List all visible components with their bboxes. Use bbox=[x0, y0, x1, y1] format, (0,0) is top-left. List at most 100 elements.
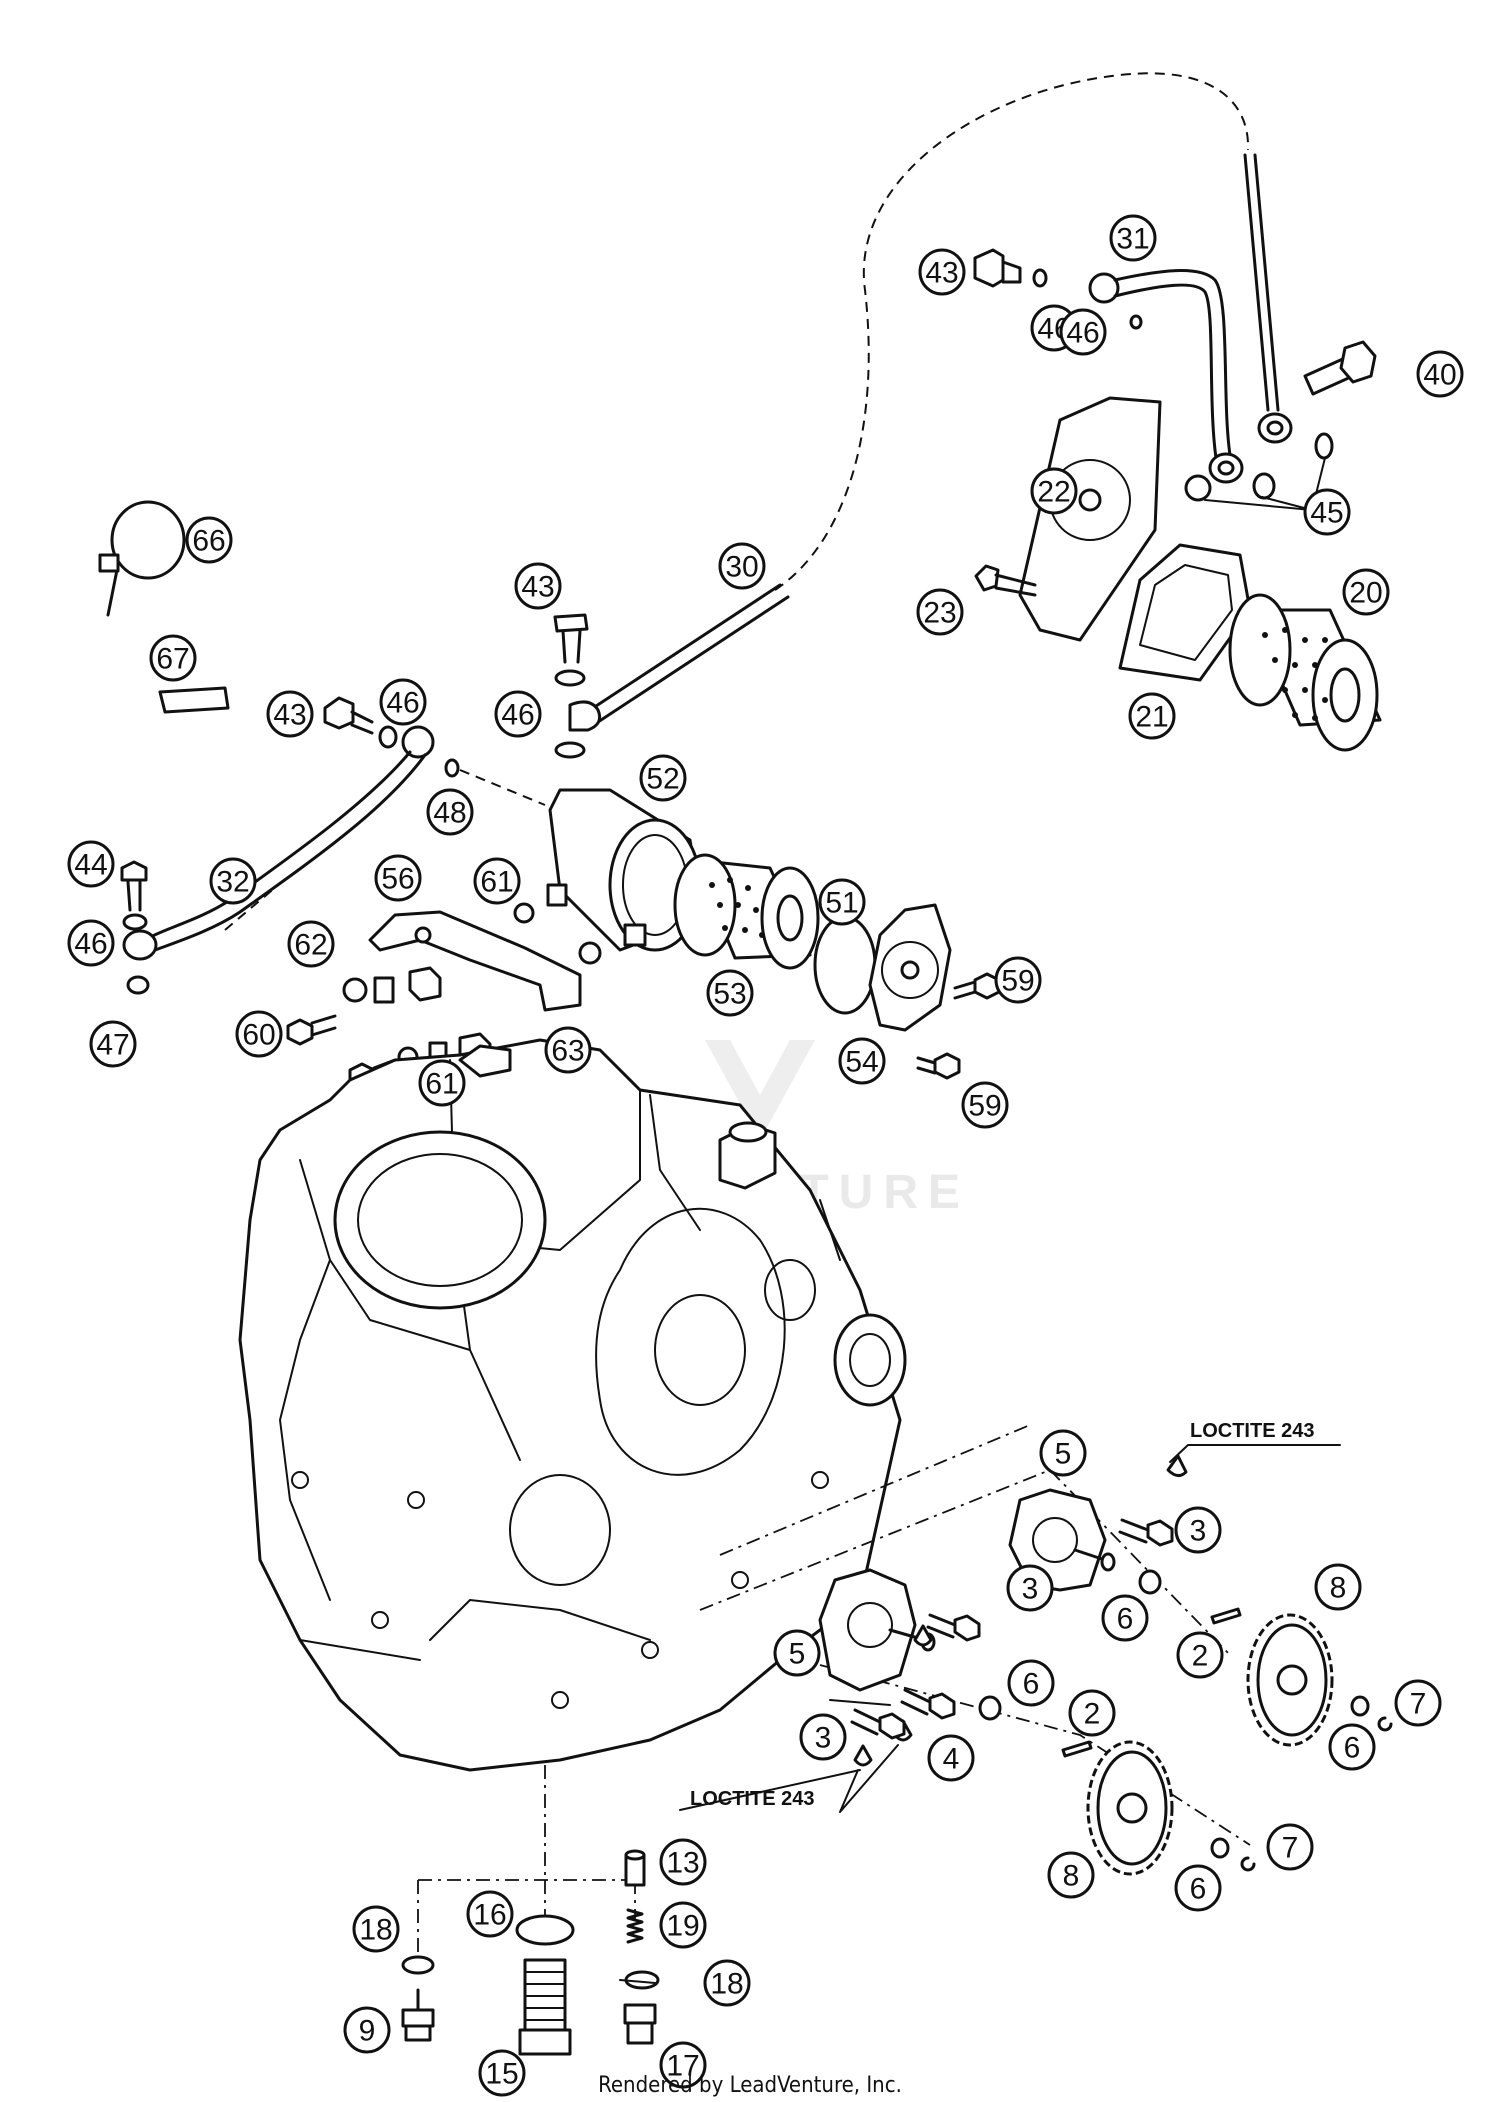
callout-3: 3 bbox=[1006, 1564, 1054, 1612]
callout-circle bbox=[418, 1059, 466, 1107]
bolt-23 bbox=[974, 564, 1037, 597]
callout-label: 48 bbox=[433, 797, 466, 830]
rubber-bushing-upper bbox=[408, 966, 442, 1002]
washer-6-upper bbox=[1138, 1569, 1162, 1595]
spacer-62 bbox=[373, 976, 395, 1004]
callout-31: 31 bbox=[1109, 214, 1157, 262]
callout-67: 67 bbox=[149, 634, 197, 682]
leader-lines bbox=[619, 1444, 1341, 1984]
washer-6-middle bbox=[978, 1695, 1002, 1721]
callout-circle bbox=[266, 690, 314, 738]
oil-filter-53 bbox=[673, 853, 820, 970]
callout-circle bbox=[1176, 1631, 1224, 1679]
washer-6-upper-right bbox=[1350, 1695, 1370, 1717]
callout-4: 4 bbox=[927, 1734, 975, 1782]
callout-15: 15 bbox=[478, 2049, 526, 2097]
callout-label: 4 bbox=[943, 1743, 960, 1776]
callout-43: 43 bbox=[918, 248, 966, 296]
bolt-40 bbox=[1184, 340, 1377, 502]
bolt-59-lower bbox=[916, 1052, 961, 1080]
callout-label: 6 bbox=[1190, 1873, 1207, 1906]
callout-62: 62 bbox=[287, 920, 335, 968]
callout-label: 51 bbox=[825, 887, 858, 920]
callout-circle bbox=[706, 969, 754, 1017]
washer-upper-right bbox=[578, 941, 602, 965]
bolt-3-middle bbox=[926, 1613, 981, 1642]
callout-46: 46 bbox=[379, 678, 427, 726]
callout-circle bbox=[1059, 308, 1107, 356]
cover-54 bbox=[868, 903, 952, 1032]
callout-circle bbox=[1068, 1689, 1116, 1737]
callout-circle bbox=[1006, 1564, 1054, 1612]
callout-circle bbox=[718, 542, 766, 590]
callout-label: 22 bbox=[1037, 476, 1070, 509]
callout-label: 5 bbox=[789, 1638, 806, 1671]
callout-52: 52 bbox=[639, 754, 687, 802]
banjo-bolt-43-top bbox=[973, 248, 1143, 330]
callout-label: 17 bbox=[666, 2050, 699, 2083]
bolt-4 bbox=[900, 1688, 956, 1720]
callout-5: 5 bbox=[1039, 1429, 1087, 1477]
callout-label: 6 bbox=[1344, 1732, 1361, 1765]
oil-line-31 bbox=[1088, 269, 1244, 484]
plug-17 bbox=[623, 2003, 657, 2045]
oil-line-30 bbox=[568, 72, 1250, 732]
callout-54: 54 bbox=[838, 1037, 886, 1085]
callout-circle bbox=[773, 1629, 821, 1677]
sleeve-13 bbox=[624, 1849, 646, 1887]
callout-7: 7 bbox=[1394, 1679, 1442, 1727]
callout-label: 18 bbox=[710, 1968, 743, 2001]
cover-22 bbox=[1018, 396, 1162, 642]
callout-66: 66 bbox=[185, 516, 233, 564]
callout-60: 60 bbox=[235, 1010, 283, 1058]
callout-circle bbox=[352, 1905, 400, 1953]
callout-circle bbox=[1128, 692, 1176, 740]
callout-6: 6 bbox=[1328, 1723, 1376, 1771]
callout-48: 48 bbox=[426, 788, 474, 836]
callout-circle bbox=[916, 588, 964, 636]
callout-circle bbox=[1303, 488, 1351, 536]
callout-7: 7 bbox=[1266, 1823, 1314, 1871]
callout-6: 6 bbox=[1007, 1659, 1055, 1707]
callout-label: 6 bbox=[1117, 1603, 1134, 1636]
callout-circle bbox=[185, 516, 233, 564]
callout-circle bbox=[1174, 1864, 1222, 1912]
callout-63: 63 bbox=[544, 1026, 592, 1074]
bolt-3-upper bbox=[1118, 1518, 1174, 1547]
callout-circle bbox=[1007, 1659, 1055, 1707]
callout-label: 13 bbox=[666, 1847, 699, 1880]
callout-circle bbox=[1047, 1851, 1095, 1899]
callout-61: 61 bbox=[418, 1059, 466, 1107]
callout-label: 46 bbox=[386, 687, 419, 720]
callout-circle bbox=[343, 2006, 391, 2054]
callout-circle bbox=[473, 857, 521, 905]
callout-22: 22 bbox=[1030, 467, 1078, 515]
callout-21: 21 bbox=[1128, 692, 1176, 740]
callout-40: 40 bbox=[1416, 350, 1464, 398]
callout-circle bbox=[1109, 214, 1157, 262]
callout-circle bbox=[149, 634, 197, 682]
callout-43: 43 bbox=[514, 562, 562, 610]
callout-18: 18 bbox=[352, 1905, 400, 1953]
callout-59: 59 bbox=[961, 1081, 1009, 1129]
callout-13: 13 bbox=[659, 1838, 707, 1886]
callout-label: 45 bbox=[1310, 497, 1343, 530]
callout-circle bbox=[659, 1838, 707, 1886]
callout-label: 61 bbox=[480, 866, 513, 899]
callout-18: 18 bbox=[703, 1959, 751, 2007]
gear-8-lower bbox=[1086, 1740, 1174, 1876]
callout-label: 67 bbox=[156, 643, 189, 676]
o-ring-16 bbox=[515, 1914, 575, 1946]
callout-17: 17 bbox=[659, 2041, 707, 2089]
bolt-60 bbox=[286, 1014, 337, 1046]
callout-circle bbox=[703, 1959, 751, 2007]
callout-label: 31 bbox=[1116, 223, 1149, 256]
callout-label: 60 bbox=[242, 1019, 275, 1052]
callout-circle bbox=[89, 1020, 137, 1068]
callout-circle bbox=[514, 562, 562, 610]
callout-32: 32 bbox=[209, 857, 257, 905]
callout-circle bbox=[1342, 568, 1390, 616]
callout-label: 2 bbox=[1192, 1640, 1209, 1673]
callout-circle bbox=[659, 1901, 707, 1949]
